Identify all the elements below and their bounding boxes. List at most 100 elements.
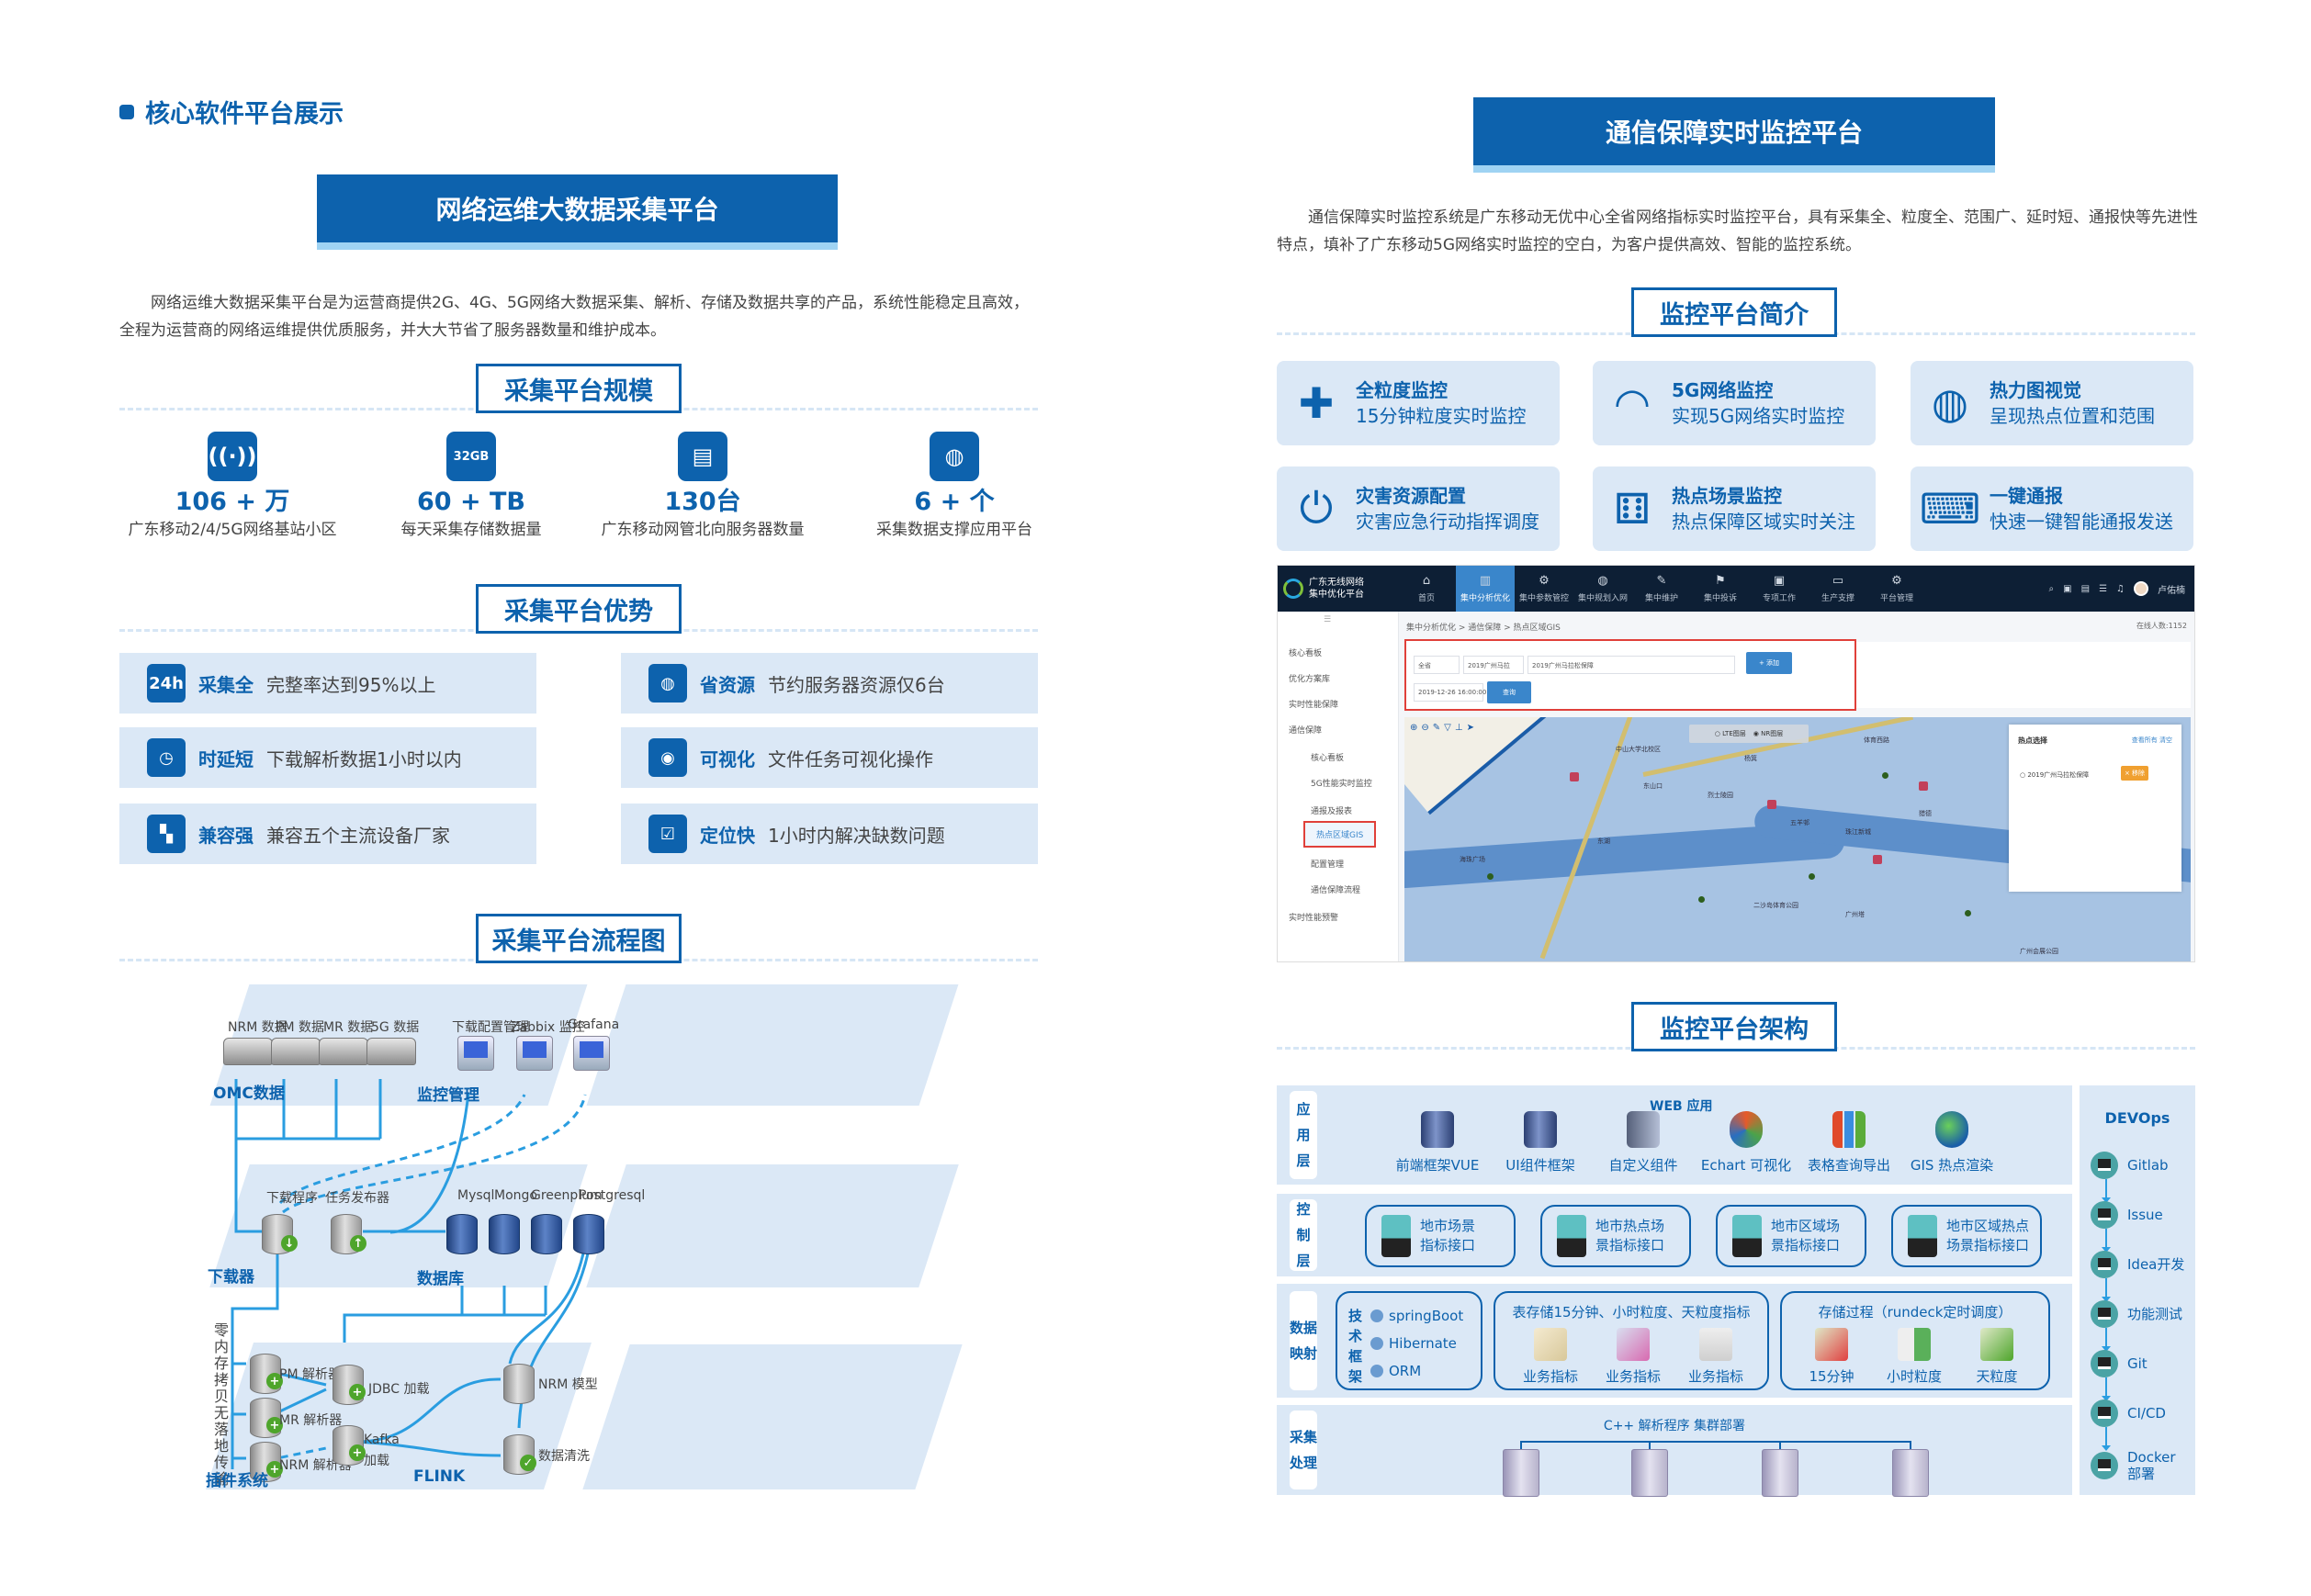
pointer-icon[interactable]: ➤: [1466, 723, 1474, 733]
sidebar-item[interactable]: 通报及报表: [1311, 807, 1353, 816]
devops-step: Gitlab: [2091, 1152, 2169, 1179]
advantage-card: ◷ 时延短 下载解析数据1小时以内: [119, 727, 536, 788]
line-chart-icon: [1534, 1328, 1567, 1361]
measure-icon[interactable]: ⊥: [1454, 723, 1463, 733]
tech-item-label: springBoot: [1389, 1308, 1464, 1324]
server-icon: [366, 1038, 416, 1065]
layer-toggle[interactable]: ○ LTE图层 ◉ NR图层: [1689, 725, 1809, 743]
group-label-plugin: 插件系统: [206, 1472, 268, 1490]
group-label-downloader: 下载器: [208, 1268, 254, 1287]
proc-item: 15分钟: [1795, 1328, 1868, 1386]
control-interface: 地市区域场景指标接口: [1716, 1205, 1866, 1267]
section-title-intro: 监控平台简介: [1631, 287, 1837, 337]
plus-icon: +: [266, 1417, 283, 1433]
nav-analysis[interactable]: ▥集中分析优化: [1456, 566, 1515, 612]
datetime-input[interactable]: 2019-12-26 16:00:00: [1414, 683, 1486, 702]
framework-icon: [1370, 1309, 1383, 1322]
clock-icon: ◷: [147, 738, 186, 777]
stat-item: 32GB 60 + TB 每天采集存储数据量: [366, 432, 577, 542]
draw-icon[interactable]: ✎: [1432, 723, 1441, 733]
arrow-down-icon: [2102, 1328, 2111, 1352]
user-name[interactable]: 卢佑楠: [2158, 585, 2185, 596]
search-icon[interactable]: ⌕: [2048, 583, 2055, 594]
site-pin-icon: [1882, 772, 1888, 779]
query-button[interactable]: 查询: [1487, 681, 1531, 703]
ui-db-icon: [1524, 1111, 1557, 1148]
sidebar-item[interactable]: 实时性能预警: [1289, 914, 1339, 923]
tag-char: 应: [1296, 1101, 1311, 1118]
radio-nr[interactable]: ◉ NR图层: [1753, 730, 1784, 737]
polygon-icon[interactable]: ▽: [1444, 723, 1451, 733]
nav-label: 生产支撑: [1821, 594, 1854, 603]
tech-label: 技 术 框 架: [1348, 1306, 1363, 1387]
feature-desc: 15分钟粒度实时监控: [1356, 405, 1527, 427]
map-label: 海珠广场: [1460, 856, 1485, 863]
avatar[interactable]: [2134, 581, 2148, 596]
scene-select[interactable]: 2019广州马拉松保障: [1528, 656, 1735, 674]
sidebar-item[interactable]: 5G性能实时监控: [1311, 780, 1372, 789]
sidebar-item[interactable]: 通信保障流程: [1311, 886, 1361, 895]
nav-platform[interactable]: ⚙平台管理: [1867, 566, 1926, 612]
chart-minus-icon: [1815, 1328, 1848, 1361]
region-select[interactable]: 全省: [1414, 656, 1460, 674]
stat-item: ◍ 6 + 个 采集数据支撑应用平台: [849, 432, 1060, 542]
monitor-icon: [2091, 1251, 2118, 1278]
sidebar-item-selected[interactable]: 热点区域GIS: [1303, 821, 1377, 848]
zoom-in-icon[interactable]: ⊕: [1410, 723, 1418, 733]
online-count: 在线人数:1152: [2136, 622, 2187, 630]
sidebar-item[interactable]: 通信保障: [1289, 726, 1323, 736]
bag-icon: ▣: [1773, 574, 1786, 588]
bell-icon[interactable]: ♫: [2116, 583, 2125, 594]
help-icon[interactable]: ▣: [2063, 583, 2072, 594]
notes-icon[interactable]: ▤: [2080, 583, 2091, 594]
collapse-icon[interactable]: ☰: [1324, 615, 1332, 624]
server-icon: [319, 1038, 368, 1065]
feature-card: ⏻ 灾害资源配置灾害应急行动指挥调度: [1277, 466, 1560, 551]
proc-label: 天粒度: [1976, 1368, 2018, 1385]
nav-complaints[interactable]: ⚑集中投诉: [1691, 566, 1750, 612]
feature-title: 灾害资源配置: [1356, 485, 1466, 507]
nav-production[interactable]: ▭生产支撑: [1809, 566, 1867, 612]
event-select[interactable]: 2019广州马拉: [1463, 656, 1524, 674]
remove-button[interactable]: × 移除: [2121, 766, 2148, 781]
filter-panel: 全省 2019广州马拉 2019广州马拉松保障 + 添加 2019-12-26 …: [1404, 639, 1856, 711]
radio-lte[interactable]: ○ LTE图层: [1714, 730, 1746, 737]
gis-map[interactable]: ⊕ ⊖ ✎ ▽ ⊥ ➤ ○ LTE图层 ◉ NR图层 中山大学北校区 东山口 杨…: [1404, 717, 2191, 961]
section-title-scale: 采集平台规模: [476, 364, 682, 413]
add-button[interactable]: + 添加: [1746, 652, 1792, 674]
stat-item: ▤ 130台 广东移动网管北向服务器数量: [597, 432, 808, 542]
nav-home[interactable]: ⌂首页: [1397, 566, 1456, 612]
devops-step-label: CI/CD: [2127, 1405, 2166, 1422]
zoom-out-icon[interactable]: ⊖: [1421, 723, 1429, 733]
app-item: 前端框架VUE: [1387, 1111, 1488, 1175]
control-interface: 地市场景指标接口: [1365, 1205, 1516, 1267]
feature-desc: 热点保障区域实时关注: [1672, 511, 1855, 533]
tag-text: 处理: [1290, 1455, 1318, 1471]
sidebar-item[interactable]: 核心看板: [1289, 649, 1323, 658]
layer-tag: 数据 映射: [1290, 1291, 1317, 1390]
vue-db-icon: [1421, 1111, 1454, 1148]
site-pin-icon: [1965, 910, 1971, 916]
app-item-label: GIS 热点渲染: [1910, 1157, 1994, 1174]
nav-params[interactable]: ⚙集中参数管控: [1515, 566, 1573, 612]
sidebar-item[interactable]: 优化方案库: [1289, 675, 1331, 684]
advantage-desc: 节约服务器资源仅6台: [768, 673, 945, 696]
app-item: 表格查询导出: [1798, 1111, 1900, 1175]
nav-special[interactable]: ▣专项工作: [1750, 566, 1809, 612]
sidebar-item[interactable]: 核心看板: [1311, 754, 1345, 763]
tag-char: 用: [1296, 1127, 1311, 1143]
arrow-down-icon: [2102, 1427, 2111, 1451]
panel-links[interactable]: 查看所有 清空: [2131, 736, 2172, 744]
feature-card: ⚅ 热点场景监控热点保障区域实时关注: [1593, 466, 1876, 551]
ctrl-label: 地市热点场: [1595, 1218, 1665, 1234]
web-app-header: WEB 应用: [1650, 1099, 1713, 1114]
keyboard-icon: ⌨: [1919, 484, 1981, 534]
check-icon: ✓: [520, 1455, 536, 1471]
sidebar-item[interactable]: 实时性能保障: [1289, 701, 1339, 710]
hotspot-item[interactable]: ○ 2019广州马拉松保障: [2020, 771, 2090, 779]
database-upload-icon: [331, 1214, 362, 1254]
list-icon[interactable]: ☰: [2099, 583, 2108, 594]
nav-maintenance[interactable]: ✎集中维护: [1632, 566, 1691, 612]
sidebar-item[interactable]: 配置管理: [1311, 860, 1345, 870]
nav-planning[interactable]: ◍集中规划入网: [1573, 566, 1632, 612]
